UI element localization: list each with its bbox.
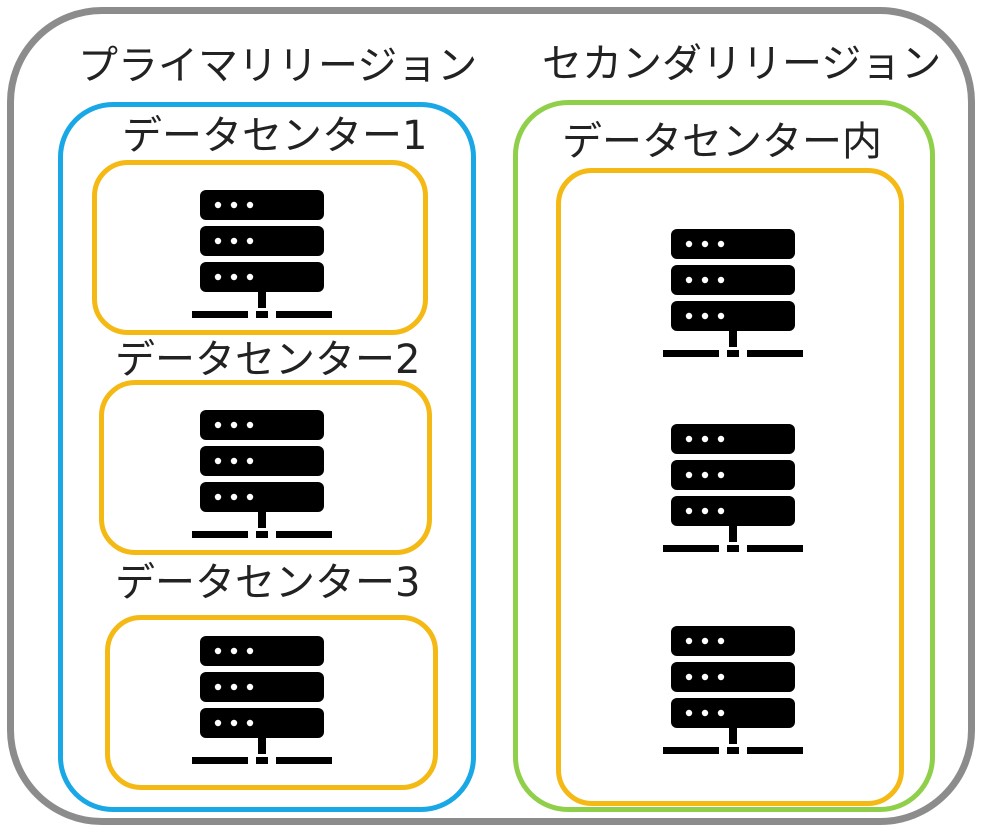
secondary-region-box: [513, 100, 935, 812]
diagram-frame: [7, 7, 975, 825]
server-rack-icon: [192, 186, 332, 326]
datacenter-inner-label: データセンター内: [562, 119, 882, 165]
server-rack-icon: [663, 622, 803, 762]
primary-region-title: プライマリリージョン: [78, 43, 478, 89]
primary-region-box: [58, 102, 476, 812]
datacenter-inner-box: [556, 168, 904, 806]
server-rack-icon: [192, 632, 332, 772]
datacenter-1-label: データセンター1: [122, 113, 428, 159]
datacenter-3-label: データセンター3: [115, 560, 421, 606]
server-rack-icon: [663, 225, 803, 365]
datacenter-2-box: [99, 380, 432, 555]
server-rack-icon: [192, 406, 332, 546]
server-rack-icon: [663, 420, 803, 560]
secondary-region-title: セカンダリリージョン: [542, 41, 942, 87]
datacenter-1-box: [92, 160, 428, 335]
datacenter-3-box: [105, 615, 438, 790]
datacenter-2-label: データセンター2: [115, 337, 421, 383]
